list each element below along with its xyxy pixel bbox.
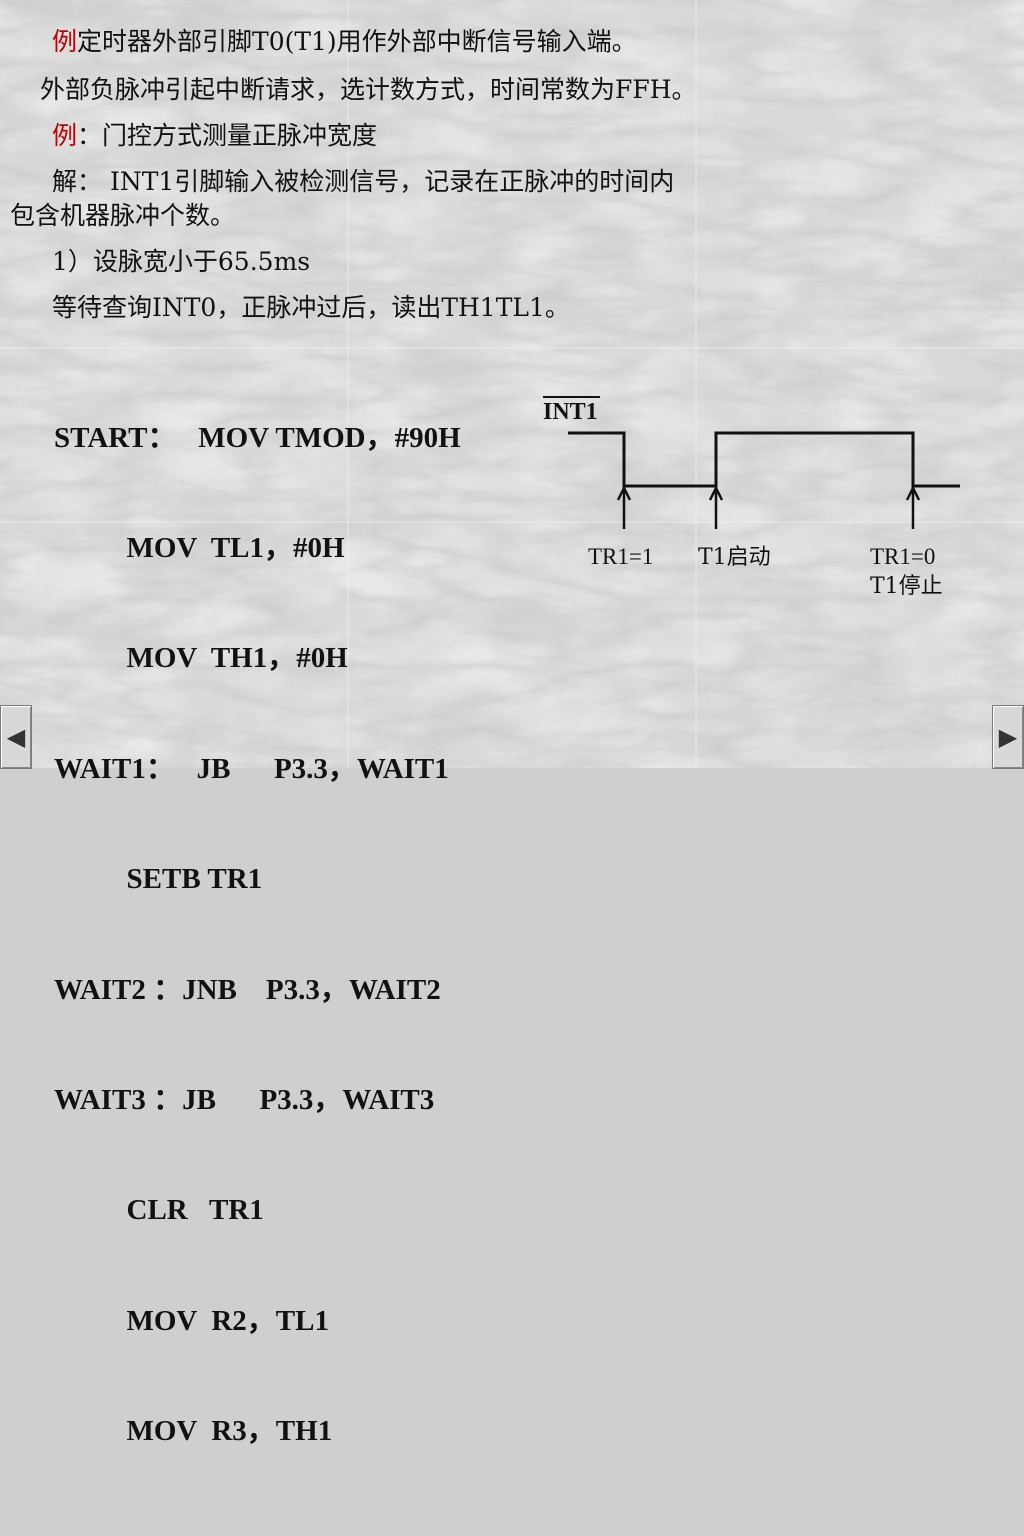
- event-arrows: [618, 488, 919, 529]
- t1-stop-label: T1停止: [870, 574, 943, 599]
- int1-signal-label: INT1: [543, 399, 598, 425]
- code-line: CLR TR1: [54, 1192, 461, 1229]
- pulse-waveform: [568, 433, 960, 486]
- previous-slide-button[interactable]: ◀: [0, 705, 32, 769]
- triangle-right-icon: ▶: [999, 723, 1017, 751]
- code-line: WAIT3 ：JB P3.3，WAIT3: [54, 1082, 461, 1119]
- code-line: WAIT2 ：JNB P3.3，WAIT2: [54, 972, 461, 1009]
- tr1-on-label: TR1=1: [588, 544, 653, 569]
- code-line: …: [54, 1524, 461, 1536]
- next-slide-button[interactable]: ▶: [992, 705, 1024, 769]
- code-line: MOV R3，TH1: [54, 1413, 461, 1450]
- int1-waveform-diagram: INT1 TR1=1 T1启动 TR1=0 T1停止: [0, 0, 1024, 768]
- code-line: MOV R2，TL1: [54, 1303, 461, 1340]
- code-line: SETB TR1: [54, 861, 461, 898]
- triangle-left-icon: ◀: [7, 723, 25, 751]
- tr1-off-label: TR1=0: [870, 544, 935, 569]
- t1-start-label: T1启动: [698, 545, 771, 570]
